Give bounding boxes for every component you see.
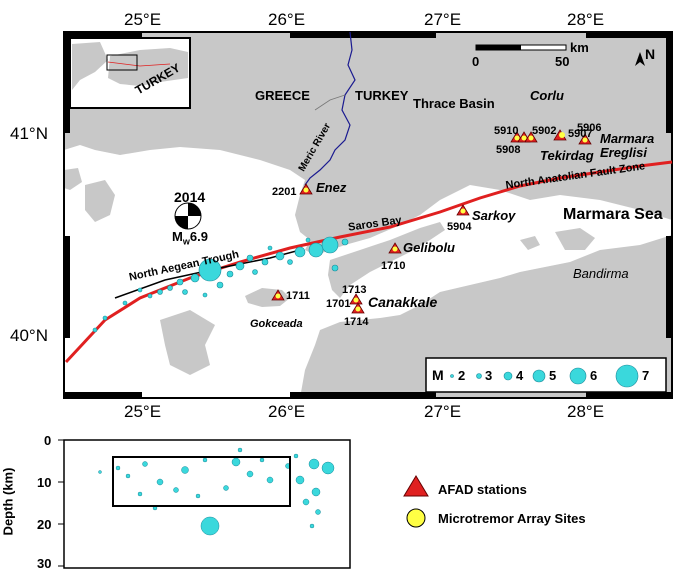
station-markers	[271, 129, 592, 314]
country-greece: GREECE	[255, 88, 310, 103]
region-thrace-basin: Thrace Basin	[413, 96, 495, 111]
station-5910: 5910	[494, 125, 519, 137]
lat-label-41: 41°N	[10, 124, 48, 143]
city-gelibolu: Gelibolu	[403, 240, 455, 255]
lon-label-27-bottom: 27°E	[424, 402, 462, 421]
city-marmara-ereglisi: Marmara Ereglisi	[600, 131, 655, 160]
region-marmara-sea: Marmara Sea	[563, 206, 663, 223]
north-label: N	[645, 46, 656, 62]
border-line	[314, 94, 346, 111]
afad-triangle-icon	[403, 475, 429, 497]
city-tekirdag: Tekirdag	[540, 148, 594, 163]
lon-label-25: 25°E	[124, 10, 162, 29]
city-enez: Enez	[316, 180, 347, 195]
depth-tick-0: 0	[44, 433, 52, 448]
mag-legend-5: 5	[549, 368, 557, 383]
city-gokceada: Gokceada	[250, 318, 303, 330]
beachball-icon	[174, 202, 202, 230]
scale-end: 50	[555, 54, 570, 69]
mag-legend-2: 2	[458, 368, 466, 383]
earthquake-epicenters	[92, 236, 349, 333]
station-5907: 5907	[568, 128, 593, 140]
station-1711: 1711	[286, 290, 310, 302]
event-mag-value: 6.9	[189, 229, 208, 244]
array-site-icon	[406, 508, 426, 528]
depth-tick-20: 20	[37, 517, 52, 532]
event-year: 2014	[174, 189, 206, 205]
station-2201: 2201	[272, 186, 297, 198]
station-5904: 5904	[447, 221, 472, 233]
station-5906: 5906	[577, 122, 602, 134]
scale-unit: km	[570, 40, 589, 55]
station-1713: 1713	[342, 284, 367, 296]
lon-label-28-bottom: 28°E	[567, 402, 605, 421]
lon-label-28: 28°E	[567, 10, 605, 29]
event-magnitude: Mw6.9	[172, 229, 208, 247]
country-turkey: TURKEY	[355, 88, 409, 103]
city-bandirma: Bandirma	[573, 266, 629, 281]
map-panel: 25°E 26°E 27°E 28°E 25°E 26°E 27°E 28°E …	[10, 10, 673, 421]
legend-afad: AFAD stations	[438, 482, 527, 497]
map-canvas	[63, 31, 673, 399]
station-5902: 5902	[532, 125, 557, 137]
north-arrow-icon	[635, 52, 645, 66]
depth-ylabel: Depth (km)	[0, 467, 16, 536]
meric-river	[304, 31, 356, 186]
symbol-legend: AFAD stations Microtremor Array Sites	[400, 470, 660, 540]
city-corlu: Corlu	[530, 88, 564, 103]
mag-legend-title: M	[432, 367, 444, 383]
depth-canvas	[58, 439, 351, 569]
city-canakkale: Canakkale	[368, 294, 438, 310]
scale-bar	[475, 44, 567, 51]
inset-map	[69, 37, 191, 109]
mag-legend-6: 6	[590, 368, 598, 383]
lon-label-25-bottom: 25°E	[124, 402, 162, 421]
depth-panel: Depth (km) 0 10 20 30	[0, 430, 360, 574]
station-1714: 1714	[344, 316, 369, 328]
station-5908: 5908	[496, 144, 521, 156]
depth-tick-10: 10	[37, 475, 52, 490]
lon-label-26-bottom: 26°E	[268, 402, 306, 421]
naf-fault-line	[64, 160, 673, 364]
lon-label-26: 26°E	[268, 10, 306, 29]
legend-microtremor: Microtremor Array Sites	[438, 511, 586, 526]
scale-start: 0	[472, 54, 480, 69]
station-1710: 1710	[381, 260, 406, 272]
depth-tick-30: 30	[37, 556, 52, 571]
mag-legend-7: 7	[642, 368, 650, 383]
lon-label-27: 27°E	[424, 10, 462, 29]
magnitude-legend	[425, 357, 667, 393]
lat-label-40: 40°N	[10, 326, 48, 345]
mag-legend-3: 3	[485, 368, 493, 383]
event-mag-sub: w	[182, 236, 190, 247]
event-mag-prefix: M	[172, 229, 183, 244]
station-1701: 1701	[326, 298, 351, 310]
map-frame	[63, 31, 673, 399]
mag-legend-4: 4	[516, 368, 524, 383]
city-sarkoy: Sarkoy	[472, 208, 516, 223]
